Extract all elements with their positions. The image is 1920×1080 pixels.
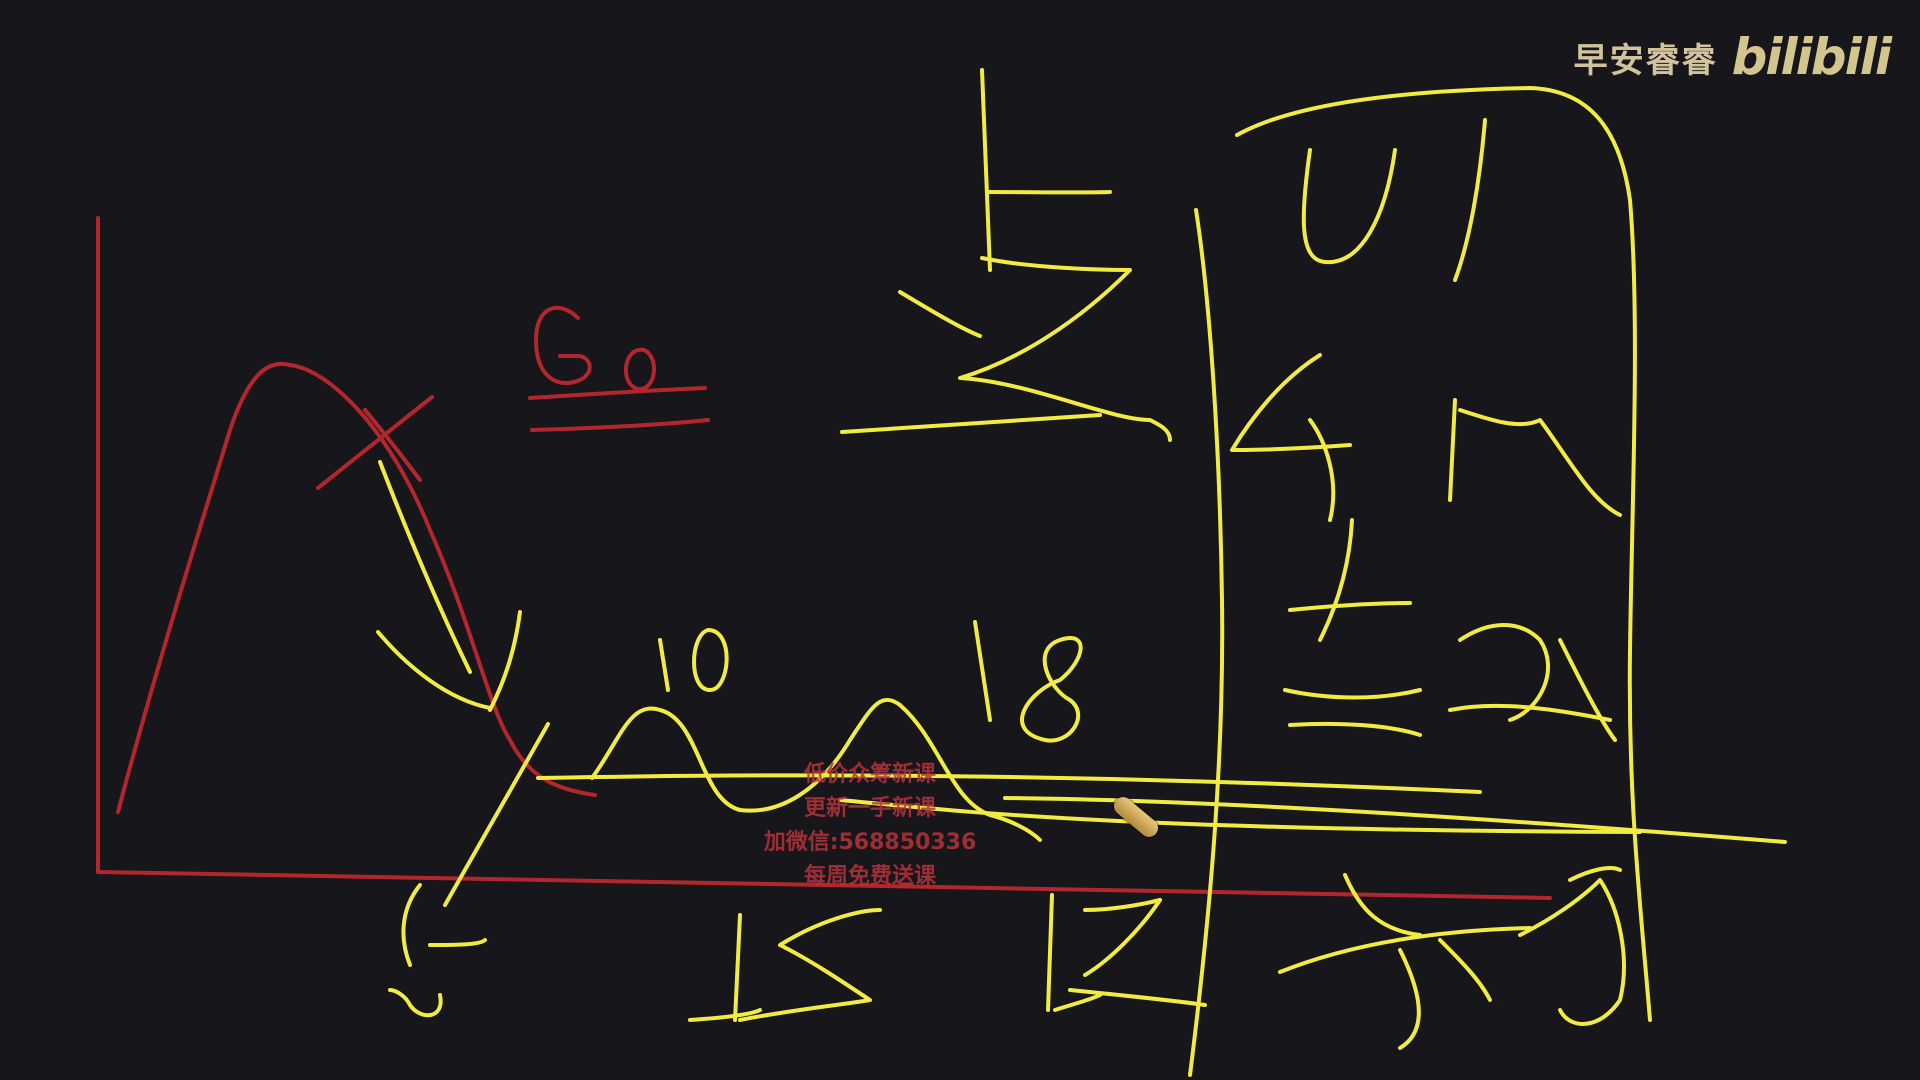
handwritten-go [624, 347, 656, 392]
character-stroke [1343, 873, 1422, 937]
character-stroke [688, 1008, 762, 1022]
character-stroke [1053, 993, 1102, 1012]
yellow-ink-strokes [376, 68, 1787, 1077]
character-stroke [1278, 926, 1532, 974]
bilibili-logo: bilibili [1731, 28, 1892, 86]
underline-stroke [530, 418, 710, 432]
handwritten-go [534, 305, 592, 386]
character-stroke [1558, 638, 1617, 742]
character-stroke [738, 908, 882, 1022]
character-stroke [1288, 721, 1422, 737]
channel-watermark: 早安睿睿 bilibili [1573, 28, 1892, 86]
character-stroke [1448, 398, 1457, 502]
character-stroke [1458, 408, 1622, 517]
character-stroke [733, 913, 742, 1022]
number-ten-stroke [692, 628, 729, 692]
character-stroke [1308, 418, 1336, 522]
number-eighteen-stroke [973, 620, 992, 722]
character-stroke [898, 290, 982, 338]
character-stroke [980, 68, 992, 272]
axis-stroke [96, 216, 1552, 900]
red-ink-strokes [96, 216, 1552, 900]
promo-line: 更新一手新课 [803, 796, 936, 821]
character-stroke [1318, 518, 1354, 642]
arrow-stroke [488, 610, 522, 712]
wave-stroke [898, 703, 1042, 842]
character-stroke [1458, 623, 1551, 722]
character-stroke [1083, 898, 1162, 912]
handwritten-uu [1301, 148, 1397, 265]
box-stroke [1235, 86, 1652, 1022]
box-stroke [1188, 208, 1225, 1077]
promo-line: 加微信:568850336 [763, 830, 977, 855]
character-stroke [1568, 866, 1622, 882]
arrow-stroke [378, 460, 472, 674]
character-stroke [1518, 878, 1626, 1026]
character-stroke [1283, 688, 1422, 700]
curve-stroke [116, 361, 597, 814]
diagonal-stroke [443, 722, 550, 907]
character-stroke [1068, 988, 1207, 1007]
character-stroke [401, 883, 422, 967]
handwritten-uu [1453, 118, 1487, 282]
channel-name: 早安睿睿 [1573, 40, 1718, 81]
number-ten-stroke [658, 638, 670, 692]
character-stroke [840, 413, 1102, 434]
character-stroke [1083, 898, 1162, 977]
number-eighteen-stroke [1020, 636, 1083, 743]
cross-stroke [316, 395, 434, 490]
horizontal-stroke [838, 798, 1642, 834]
character-stroke [1398, 948, 1421, 1050]
promo-overlay: 低价众筹新课 更新一手新课 加微信:568850336 每周免费送课 [740, 758, 1000, 894]
character-stroke [1438, 938, 1492, 1002]
character-stroke [388, 988, 443, 1018]
cross-stroke [363, 408, 422, 482]
character-stroke [958, 256, 1172, 442]
promo-line: 每周免费送课 [803, 864, 936, 889]
character-stroke [1046, 893, 1054, 1012]
promo-line: 低价众筹新课 [803, 762, 936, 787]
character-stroke [1230, 353, 1352, 452]
arrow-stroke [376, 630, 492, 710]
character-stroke [1448, 703, 1612, 722]
wave-stroke [590, 698, 902, 813]
character-stroke [1288, 601, 1412, 612]
horizontal-stroke [536, 773, 1482, 794]
character-stroke [428, 938, 487, 947]
underline-stroke [528, 386, 707, 400]
horizontal-stroke [1003, 796, 1787, 844]
